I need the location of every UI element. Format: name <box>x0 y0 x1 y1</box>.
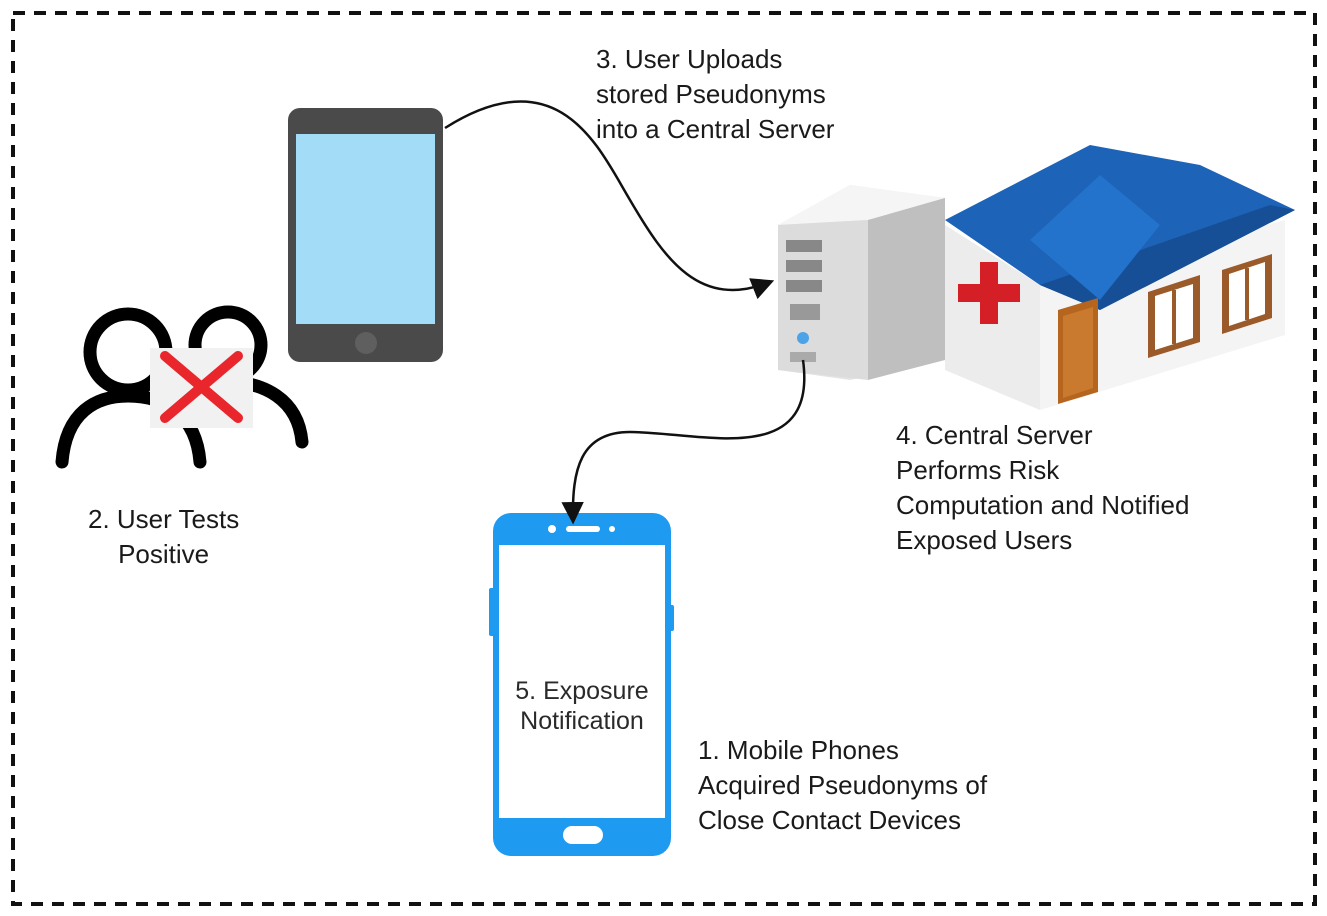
step-2-line: Positive <box>118 539 210 569</box>
step-1-line: 1. Mobile Phones <box>698 735 899 765</box>
step-4-line: Exposed Users <box>896 525 1073 555</box>
arrow-server-to-phone <box>561 359 806 525</box>
step-1-line: Acquired Pseudonyms of <box>698 770 988 800</box>
dashed-border <box>11 11 1317 906</box>
arrow-tablet-to-server <box>444 100 775 300</box>
smartphone-icon <box>489 513 674 856</box>
server-tower-icon <box>778 185 945 380</box>
step-4-label: 4. Central Server Performs Risk Computat… <box>896 418 1189 558</box>
step-4-line: Performs Risk <box>896 455 1060 485</box>
step-2-line: 2. User Tests <box>88 504 240 534</box>
step-5-line: Notification <box>520 707 644 735</box>
step-1-label: 1. Mobile Phones Acquired Pseudonyms of … <box>698 733 987 838</box>
step-4-line: Computation and Notified <box>896 490 1190 520</box>
users-with-cross-icon <box>55 305 309 469</box>
step-4-line: 4. Central Server <box>896 420 1093 450</box>
step-3-line: 3. User Uploads <box>596 44 783 74</box>
step-3-line: into a Central Server <box>596 114 835 144</box>
hospital-icon <box>945 145 1295 410</box>
step-3-line: stored Pseudonyms <box>596 79 826 109</box>
step-3-label: 3. User Uploads stored Pseudonyms into a… <box>596 42 834 147</box>
step-5-line: 5. Exposure <box>515 677 649 705</box>
step-2-label: 2. User Tests Positive <box>88 502 239 572</box>
step-1-line: Close Contact Devices <box>698 805 961 835</box>
step-5-label: 5. Exposure Notification <box>498 676 666 736</box>
tablet-icon <box>288 108 443 362</box>
